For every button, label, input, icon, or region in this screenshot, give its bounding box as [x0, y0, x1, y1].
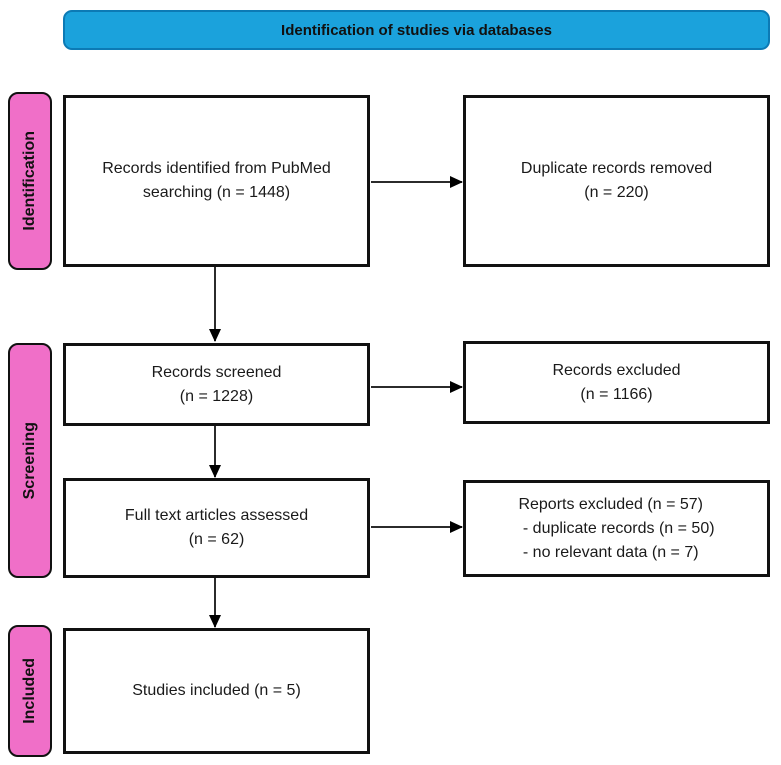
box-duplicate-records-removed: Duplicate records removed (n = 220) [463, 95, 770, 267]
box-records-excluded: Records excluded (n = 1166) [463, 341, 770, 424]
diagram-title-banner: Identification of studies via databases [63, 10, 770, 50]
arrow-down-fulltext-to-included [214, 578, 216, 627]
stage-label-included: Included [8, 625, 52, 757]
box-duplicate-records-removed-text: Duplicate records removed (n = 220) [520, 160, 713, 201]
arrow-down-screened-to-fulltext [214, 426, 216, 477]
box-records-excluded-text: Records excluded (n = 1166) [552, 361, 681, 403]
arrow-right-screened-to-records-excluded [371, 386, 462, 388]
box-records-screened-text: Records screened (n = 1228) [151, 363, 282, 405]
box-reports-excluded: Reports excluded (n = 57) - duplicate re… [463, 480, 770, 577]
box-records-identified-text: Records identified from PubMed searching… [102, 160, 331, 201]
box-full-text-articles-assessed: Full text articles assessed (n = 62) [63, 478, 370, 578]
stage-label-screening-text: Screening [21, 421, 38, 500]
diagram-title: Identification of studies via databases [281, 21, 552, 39]
stage-label-included-text: Included [21, 658, 38, 724]
stage-label-identification: Identification [8, 92, 52, 270]
arrow-right-identified-to-duplicates-removed [371, 181, 462, 183]
box-studies-included-text: Studies included (n = 5) [132, 682, 301, 699]
stage-label-identification-text: Identification [21, 131, 38, 231]
stage-label-screening: Screening [8, 343, 52, 578]
box-studies-included: Studies included (n = 5) [63, 628, 370, 754]
box-full-text-articles-assessed-text: Full text articles assessed (n = 62) [124, 507, 309, 548]
box-records-screened: Records screened (n = 1228) [63, 343, 370, 426]
arrow-right-fulltext-to-reports-excluded [371, 526, 462, 528]
arrow-down-identified-to-screened [214, 267, 216, 341]
box-reports-excluded-text: Reports excluded (n = 57) - duplicate re… [518, 495, 715, 561]
box-records-identified: Records identified from PubMed searching… [63, 95, 370, 267]
